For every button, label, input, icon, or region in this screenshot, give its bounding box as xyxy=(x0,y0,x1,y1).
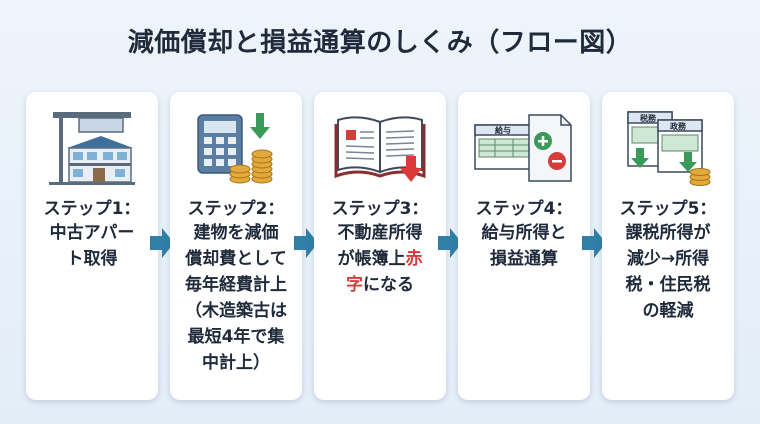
step-label: ステップ3： xyxy=(331,199,429,219)
flow-arrow-icon xyxy=(294,228,318,258)
step-card-3: ステップ3： 不動産所得 が帳簿上赤 字になる xyxy=(314,92,446,400)
step-card-5: 税務 政務 ステップ5： 課税所得が 減少→所得 税・住民税 の軽減 xyxy=(602,92,734,400)
step-card-2: ステップ2： 建物を減価 償却費として 毎年経費計上 （木造築古は 最短4年で集… xyxy=(170,92,302,400)
flow-arrow-icon xyxy=(438,228,462,258)
page-title: 減価償却と損益通算のしくみ（フロー図） xyxy=(127,28,633,58)
step-description: 建物を減価 償却費として 毎年経費計上 （木造築古は 最短4年で集 中計上） xyxy=(185,223,287,373)
step-description: 給与所得と 損益通算 xyxy=(481,223,567,269)
tax-doc-label: 税務 xyxy=(640,113,657,123)
step-description: 課税所得が 減少→所得 税・住民税 の軽減 xyxy=(625,223,711,321)
tax-doc-label: 政務 xyxy=(670,121,687,131)
flow-arrow-icon xyxy=(150,228,174,258)
salary-slip-label: 給与 xyxy=(495,125,511,135)
step-label: ステップ4： xyxy=(475,199,573,219)
step-description: 中古アパー ト取得 xyxy=(49,223,135,269)
step-description: 不動産所得 が帳簿上赤 字になる xyxy=(337,223,423,295)
step-label: ステップ5： xyxy=(619,199,717,219)
ledger-book-icon xyxy=(314,106,446,188)
step-card-1: ステップ1： 中古アパー ト取得 xyxy=(26,92,158,400)
tax-documents-coins-icon: 税務 政務 xyxy=(602,106,734,188)
deficit-highlight: 赤 xyxy=(405,249,423,269)
deficit-highlight: 字 xyxy=(346,275,363,295)
calculator-coins-icon xyxy=(170,106,302,188)
apartment-icon xyxy=(26,106,158,188)
flow-arrow-icon xyxy=(582,228,606,258)
salary-slip-plus-minus-icon: 給与 xyxy=(458,106,590,188)
step-card-4: 給与 ステップ4： 給与所得と 損益通算 xyxy=(458,92,590,400)
step-label: ステップ1： xyxy=(43,199,141,219)
step-label: ステップ2： xyxy=(187,199,285,219)
